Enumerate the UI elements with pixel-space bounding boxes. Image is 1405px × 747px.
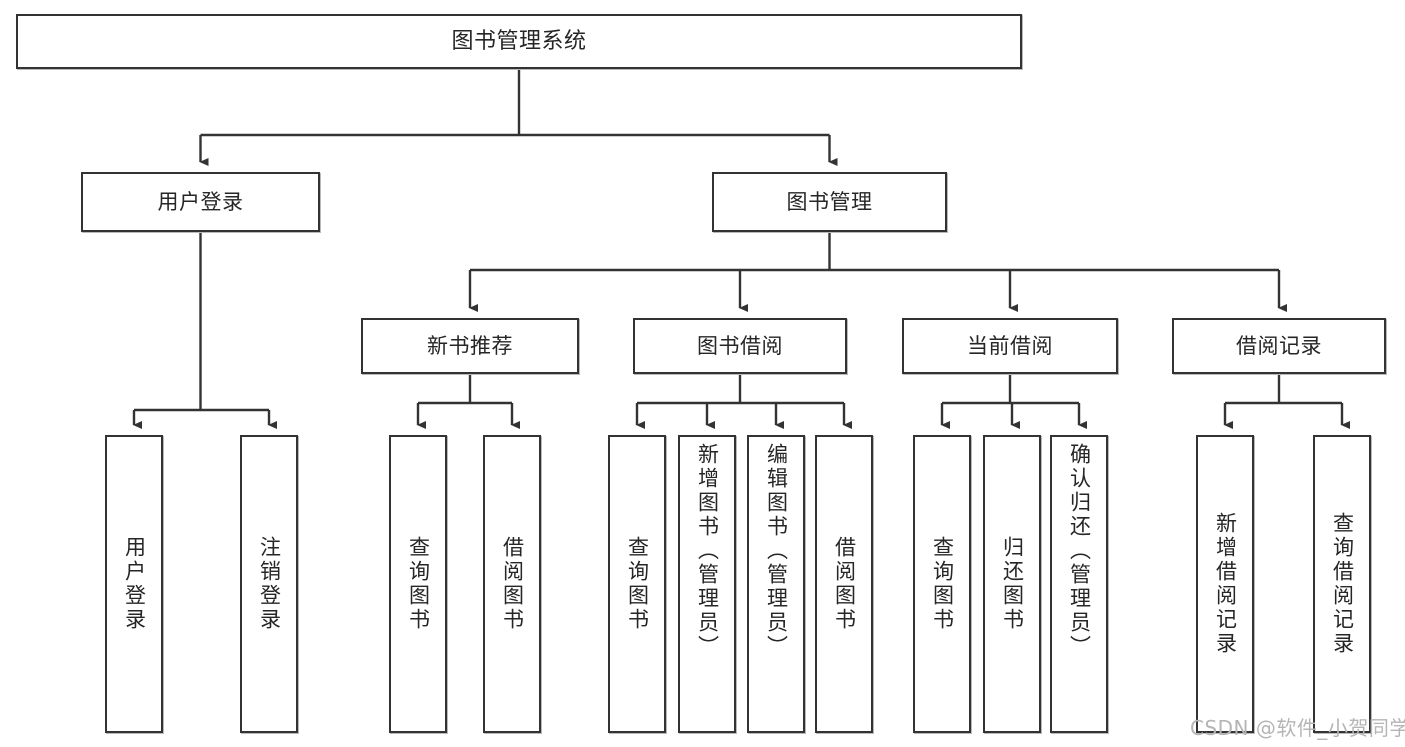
node-label: 新书推荐 [427,333,513,358]
node-label: 图书管理 [786,189,873,214]
node-leaf-add-borrow-record[interactable]: 新增借阅记录 [1196,435,1254,733]
node-label: 用户登录 [157,189,244,214]
node-label: 新增借阅记录 [1213,512,1238,656]
node-label: 查询图书 [930,536,955,632]
node-label: 图书管理系统 [451,28,587,54]
node-label: 确认归还（管理员） [1067,443,1092,659]
node-leaf-query-book-3[interactable]: 查询图书 [913,435,971,733]
node-label: 借阅记录 [1236,333,1322,358]
node-leaf-query-borrow-record[interactable]: 查询借阅记录 [1313,435,1371,733]
node-label: 编辑图书（管理员） [764,443,789,659]
node-label: 用户登录 [122,536,147,632]
node-label: 查询图书 [625,536,650,632]
node-leaf-user-login[interactable]: 用户登录 [105,435,163,733]
node-leaf-confirm-return-admin[interactable]: 确认归还（管理员） [1050,435,1108,733]
node-leaf-edit-book-admin[interactable]: 编辑图书（管理员） [747,435,805,733]
node-current-borrow[interactable]: 当前借阅 [902,318,1118,374]
node-label: 借阅图书 [500,536,525,632]
node-book-borrow[interactable]: 图书借阅 [633,318,847,374]
node-label: 新增图书（管理员） [695,443,720,659]
node-label: 注销登录 [257,536,282,632]
node-label: 当前借阅 [967,333,1053,358]
node-label: 借阅图书 [832,536,857,632]
node-label: 查询图书 [406,536,431,632]
node-label: 图书借阅 [697,333,783,358]
node-leaf-query-book-2[interactable]: 查询图书 [608,435,666,733]
node-label: 归还图书 [1000,536,1025,632]
node-leaf-query-book-1[interactable]: 查询图书 [389,435,447,733]
node-label: 查询借阅记录 [1330,512,1355,656]
node-leaf-borrow-book-1[interactable]: 借阅图书 [483,435,541,733]
node-new-book-rec[interactable]: 新书推荐 [361,318,579,374]
node-book-manage[interactable]: 图书管理 [712,172,947,232]
node-root[interactable]: 图书管理系统 [16,14,1022,69]
watermark-text: CSDN @软件_小贺同学 [1190,716,1405,740]
node-leaf-add-book-admin[interactable]: 新增图书（管理员） [678,435,736,733]
node-leaf-borrow-book-2[interactable]: 借阅图书 [815,435,873,733]
node-leaf-return-book[interactable]: 归还图书 [983,435,1041,733]
node-borrow-record[interactable]: 借阅记录 [1172,318,1386,374]
node-user-login[interactable]: 用户登录 [81,172,320,232]
node-leaf-user-logout[interactable]: 注销登录 [240,435,298,733]
